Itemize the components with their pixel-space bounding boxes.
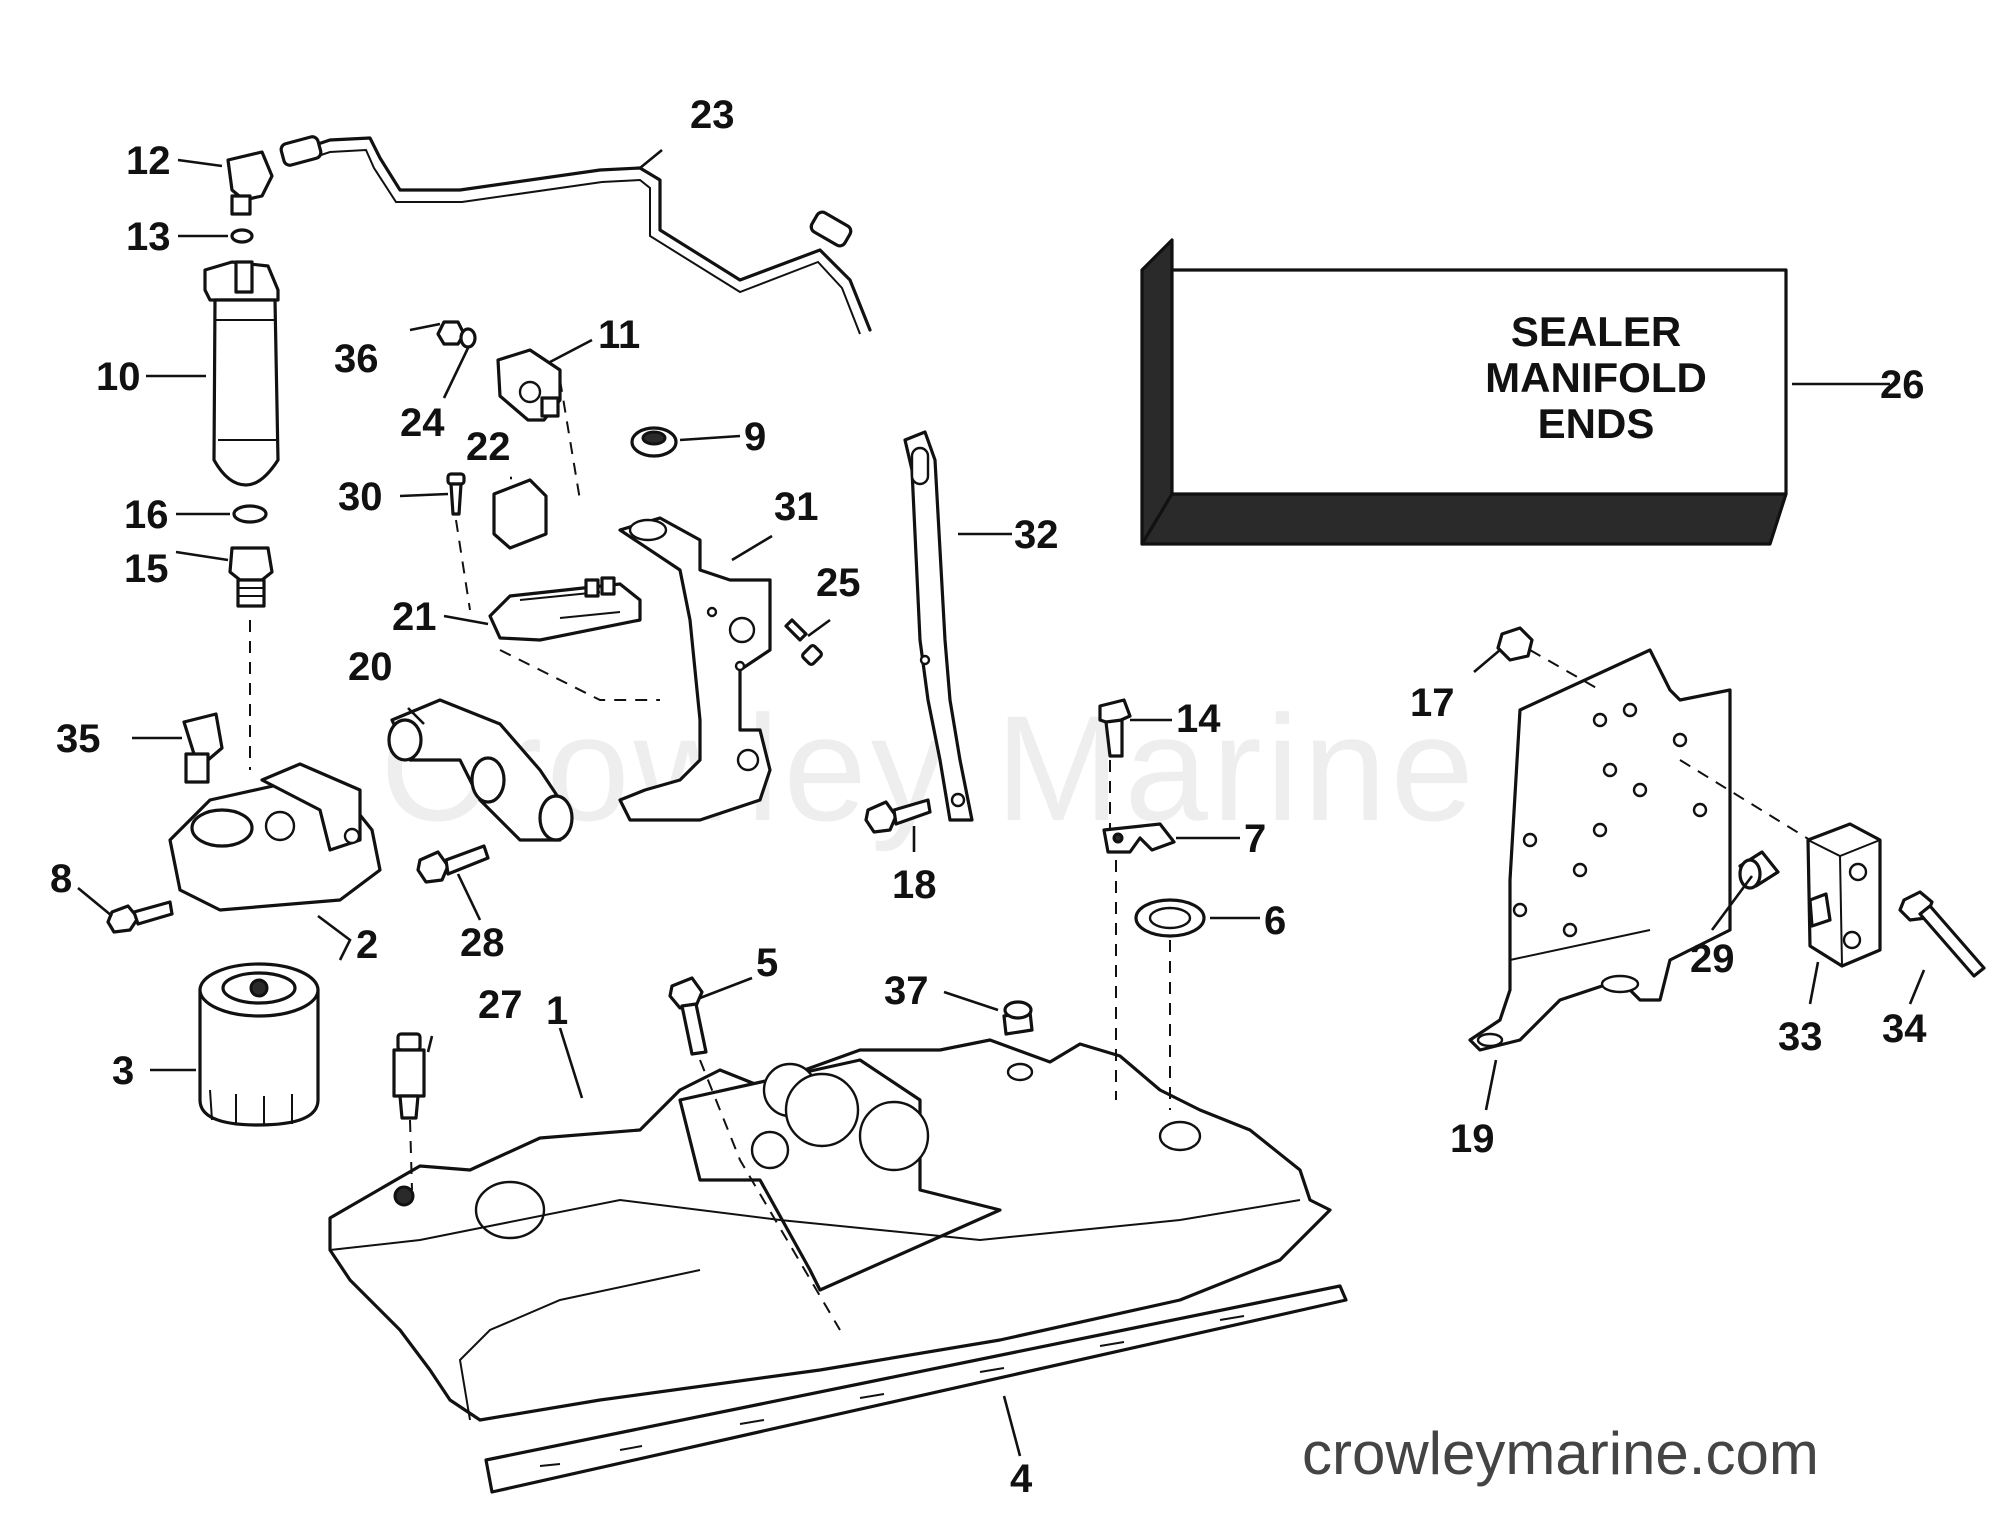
bolt-part-28 — [416, 844, 490, 884]
oil-filter-part-3 — [198, 962, 320, 1127]
callout-11: 11 — [598, 313, 640, 357]
callout-17: 17 — [1410, 681, 1455, 725]
bolt-part-18 — [864, 798, 932, 834]
sealer-box-label-line1: SEALER — [1511, 308, 1681, 355]
mount-bracket-part-20 — [387, 698, 574, 842]
callout-3: 3 — [112, 1049, 134, 1093]
ignition-module-part-21 — [488, 576, 642, 642]
spacer-block-part-33 — [1806, 822, 1882, 968]
rubber-grommet-part-9 — [630, 426, 678, 458]
callout-12: 12 — [126, 139, 171, 183]
sealer-box-label-line3: ENDS — [1538, 400, 1655, 447]
bolt-part-34 — [1898, 890, 1986, 978]
mounting-bracket-part-31 — [618, 516, 772, 822]
callout-35: 35 — [56, 717, 101, 761]
callout-34: 34 — [1882, 1007, 1927, 1051]
callout-19: 19 — [1450, 1117, 1495, 1161]
electric-fuel-pump-part-10 — [203, 260, 280, 487]
callout-4: 4 — [1010, 1457, 1033, 1501]
screw-part-30 — [446, 472, 466, 516]
nut-part-36 — [436, 320, 466, 346]
flat-washer-part-6 — [1134, 898, 1206, 938]
fuel-line-part-23 — [279, 135, 872, 335]
callout-24: 24 — [400, 401, 445, 445]
sealer-box-part-26: SEALER MANIFOLD ENDS — [1140, 238, 1788, 546]
callout-31: 31 — [774, 485, 819, 529]
leader-lines — [77, 148, 1926, 1457]
relay-part-22 — [492, 478, 548, 550]
o-ring-part-16 — [232, 504, 268, 524]
callout-5: 5 — [756, 941, 778, 985]
fuel-fitting-part-15 — [228, 546, 274, 608]
callout-25: 25 — [816, 561, 861, 605]
callout-15: 15 — [124, 547, 169, 591]
callout-33: 33 — [1778, 1015, 1823, 1059]
clip-part-7 — [1102, 822, 1176, 854]
manifold-gasket-part-4 — [484, 1284, 1348, 1494]
callout-20: 20 — [348, 645, 393, 689]
callout-22: 22 — [466, 425, 511, 469]
callout-21: 21 — [392, 595, 437, 639]
support-strap-part-32 — [903, 430, 974, 822]
callout-26: 26 — [1880, 363, 1925, 407]
sealer-box-label-line2: MANIFOLD — [1485, 354, 1707, 401]
callout-2: 2 — [356, 923, 378, 967]
oil-filter-adapter-part-2 — [168, 762, 382, 912]
callout-36: 36 — [334, 337, 379, 381]
callout-9: 9 — [744, 415, 766, 459]
site-url: crowleymarine.com — [1302, 1420, 1819, 1487]
lock-washer-part-24 — [459, 327, 477, 349]
bolt-part-14 — [1098, 698, 1132, 758]
sensor-module-part-11 — [496, 348, 562, 422]
callout-30: 30 — [338, 475, 383, 519]
elbow-fitting-part-12 — [226, 150, 274, 216]
o-ring-part-13 — [230, 228, 254, 244]
callout-29: 29 — [1690, 937, 1735, 981]
fitting-part-27 — [392, 1032, 426, 1120]
callout-13: 13 — [126, 215, 171, 259]
callout-18: 18 — [892, 863, 937, 907]
callout-28: 28 — [460, 921, 505, 965]
callout-8: 8 — [50, 857, 72, 901]
mounting-plate-part-19 — [1468, 648, 1732, 1052]
callout-14: 14 — [1176, 697, 1221, 741]
callout-23: 23 — [690, 93, 735, 137]
callout-6: 6 — [1264, 899, 1286, 943]
nut-part-17 — [1496, 626, 1534, 662]
callout-numbers: 1 2 3 4 5 6 7 8 9 10 11 12 13 14 15 16 1… — [50, 93, 1927, 1501]
callout-1: 1 — [546, 989, 568, 1033]
intake-manifold-part-1 — [328, 1038, 1332, 1422]
callout-10: 10 — [96, 355, 141, 399]
elbow-fitting-part-35 — [182, 712, 224, 784]
screw-part-25 — [784, 618, 823, 666]
callout-37: 37 — [884, 969, 929, 1013]
callout-7: 7 — [1244, 817, 1266, 861]
callout-32: 32 — [1014, 513, 1059, 557]
callout-16: 16 — [124, 493, 169, 537]
callout-27: 27 — [478, 983, 523, 1027]
assembly-lines — [249, 379, 1811, 1331]
bolt-part-5 — [668, 976, 708, 1056]
bolt-part-8 — [106, 900, 174, 934]
cap-part-37 — [1002, 1000, 1034, 1036]
